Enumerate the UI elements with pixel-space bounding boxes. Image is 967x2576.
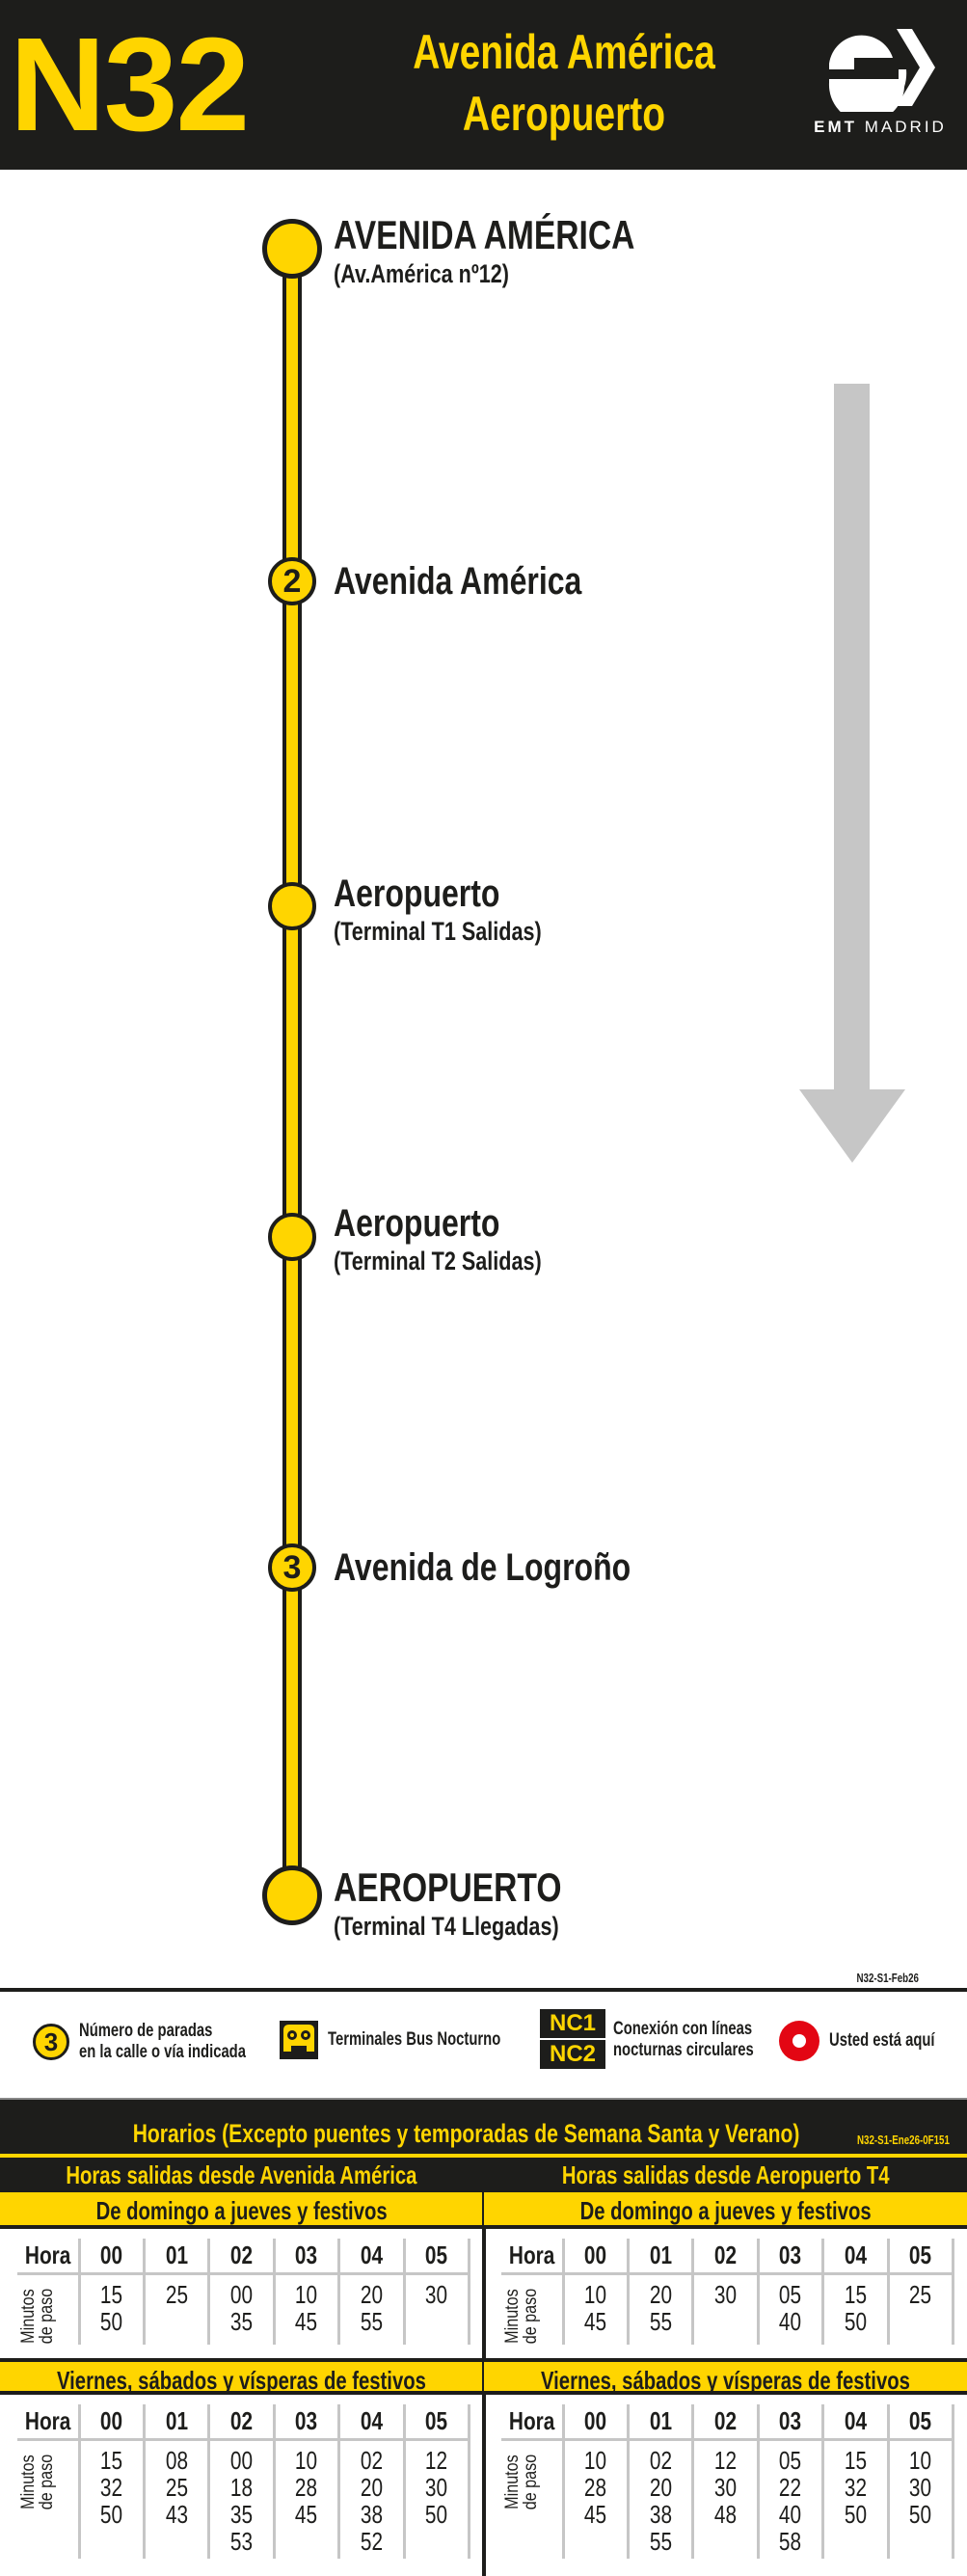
- stop-avenida-de-logrono: Avenida de Logroño: [334, 1546, 631, 1589]
- nc-lines-icon: NC1 NC2: [540, 2009, 605, 2071]
- stop-aeropuerto-t4-terminal: AEROPUERTO (Terminal T4 Llegadas): [334, 1865, 562, 1941]
- legend-nc-lines: NC1 NC2 Conexión con líneas nocturnas ci…: [540, 2009, 793, 2071]
- legend-night-terminal: Terminales Bus Nocturno: [280, 2021, 550, 2059]
- timetable-from-aeropuerto-t4: Horas salidas desde Aeropuerto T4 De dom…: [484, 2158, 967, 2576]
- sheet-code: N32-S1-Feb26: [856, 1971, 919, 1985]
- header-bar: N32 Avenida América Aeropuerto EMT MADRI…: [0, 0, 967, 170]
- stop-icon: [268, 882, 316, 930]
- terminal-stop-icon: [262, 219, 322, 279]
- divider: [0, 2154, 967, 2158]
- schedule-table: Hora 00 01 02 03 04 05 Minutos de paso 1…: [17, 2239, 471, 2345]
- schedule-table: Hora 00 01 02 03 04 05 Minutos de paso 1…: [501, 2239, 955, 2345]
- route-number: N32: [10, 11, 250, 159]
- stop-aeropuerto-t2: Aeropuerto (Terminal T2 Salidas): [334, 1202, 542, 1275]
- divider: [0, 1988, 967, 1992]
- period-header: De domingo a jueves y festivos: [0, 2192, 483, 2229]
- origin-header: Horas salidas desde Aeropuerto T4: [484, 2158, 967, 2192]
- destination-line-1: Avenida América: [413, 25, 715, 79]
- hour-label: Hora: [501, 2239, 565, 2275]
- hour-label: Hora: [501, 2404, 565, 2441]
- stop-count-icon: 3: [268, 1543, 316, 1592]
- legend-you-are-here: Usted está aquí: [779, 2021, 964, 2061]
- period-header: De domingo a jueves y festivos: [484, 2192, 967, 2229]
- hour-label: Hora: [17, 2239, 81, 2275]
- legend-stop-count: 3 Número de paradas en la calle o vía in…: [33, 2021, 293, 2063]
- minutes-label: Minutos de paso: [501, 2273, 565, 2345]
- stop-avenida-america-terminal: AVENIDA AMÉRICA (Av.América nº12): [334, 212, 635, 288]
- logo-wordmark: EMT MADRID: [814, 118, 947, 136]
- legend: 3 Número de paradas en la calle o vía in…: [0, 1992, 967, 2098]
- terminal-stop-icon: [262, 1865, 322, 1925]
- timetable-title: Horarios (Excepto puentes y temporadas d…: [132, 2119, 800, 2148]
- origin-header: Horas salidas desde Avenida América: [0, 2158, 483, 2192]
- schedule-table: Hora 00 01 02 03 04 05 Minutos de paso 1…: [501, 2404, 955, 2559]
- hour-label: Hora: [17, 2404, 81, 2441]
- minutes-label: Minutos de paso: [501, 2439, 565, 2559]
- stop-aeropuerto-t1: Aeropuerto (Terminal T1 Salidas): [334, 872, 542, 946]
- stop-icon: [268, 1213, 316, 1261]
- timetable-from-avenida-america: Horas salidas desde Avenida América De d…: [0, 2158, 483, 2576]
- destination-line-2: Aeropuerto: [462, 87, 666, 141]
- timetable-header: Horarios (Excepto puentes y temporadas d…: [0, 2098, 967, 2154]
- night-bus-terminal-icon: [280, 2021, 318, 2059]
- route-line: [282, 249, 302, 1895]
- stop-count-icon: 3: [33, 2024, 69, 2060]
- minutes-label: Minutos de paso: [17, 2439, 81, 2559]
- you-are-here-icon: [779, 2021, 819, 2061]
- stop-avenida-america: Avenida América: [334, 560, 582, 603]
- period-header: Viernes, sábados y vísperas de festivos: [0, 2358, 483, 2395]
- period-header: Viernes, sábados y vísperas de festivos: [484, 2358, 967, 2395]
- minutes-label: Minutos de paso: [17, 2273, 81, 2345]
- down-arrow-icon: [799, 384, 905, 1163]
- emt-madrid-logo: EMT MADRID: [808, 25, 953, 146]
- route-destinations: Avenida América Aeropuerto: [395, 21, 734, 145]
- emt-logo-icon: [827, 29, 935, 123]
- timetable-code: N32-S1-Ene26-0F151: [857, 2133, 950, 2147]
- stop-count-icon: 2: [268, 557, 316, 605]
- schedule-table: Hora 00 01 02 03 04 05 Minutos de paso 1…: [17, 2404, 471, 2559]
